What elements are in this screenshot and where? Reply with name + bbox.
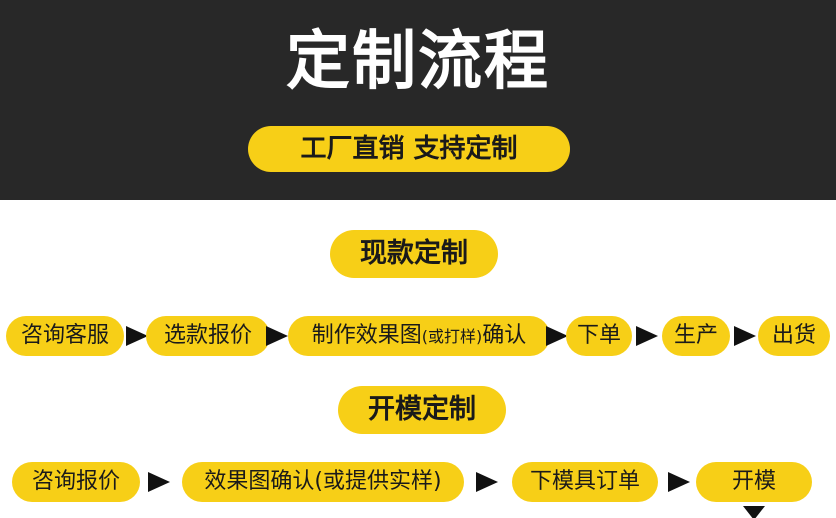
arrow-right-icon [126,326,148,346]
arrow-right-icon [266,326,288,346]
arrow-right-icon [636,326,658,346]
step-mold-order: 下模具订单 [512,462,658,502]
arrow-down-icon [743,506,765,518]
page-title: 定制流程 [286,25,550,99]
step-consult-quote: 咨询报价 [12,462,140,502]
step-consult-service: 咨询客服 [6,316,124,356]
arrow-right-icon [148,472,170,492]
step-make-rendering-main: 制作效果图 [311,323,422,348]
step-select-quote: 选款报价 [146,316,270,356]
arrow-right-icon [668,472,690,492]
step-confirm-rendering: 效果图确认(或提供实样) [182,462,464,502]
step-shipping: 出货 [758,316,830,356]
step-open-mold: 开模 [696,462,812,502]
header-banner: 定制流程 工厂直销 支持定制 [0,0,836,200]
section-title-mold-custom: 开模定制 [338,386,506,434]
step-make-rendering: 制作效果图(或打样)确认 [288,316,550,356]
subtitle-badge: 工厂直销 支持定制 [248,126,570,172]
arrow-right-icon [546,326,568,346]
arrow-right-icon [734,326,756,346]
step-production: 生产 [662,316,730,356]
arrow-right-icon [476,472,498,492]
step-make-rendering-note: (或打样) [421,327,483,346]
section-title-ready-made: 现款定制 [330,230,498,278]
step-make-rendering-tail: 确认 [482,323,527,348]
step-place-order: 下单 [566,316,632,356]
